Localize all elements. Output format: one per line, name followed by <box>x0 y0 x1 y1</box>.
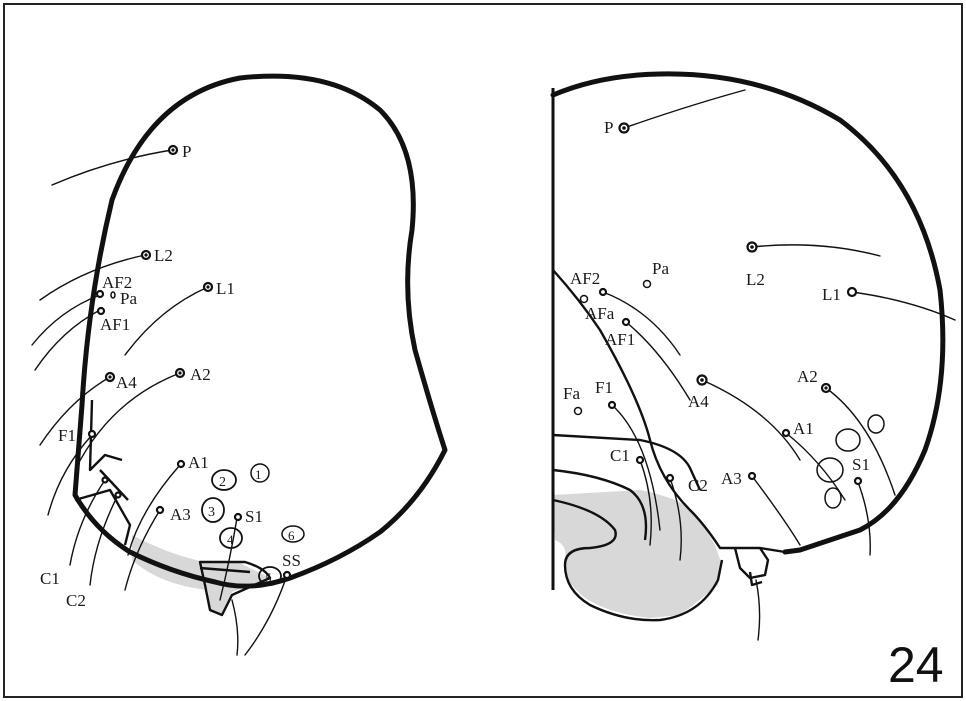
left-seta-P <box>52 150 172 185</box>
right-socket-L1 <box>848 288 856 296</box>
left-num-1: 1 <box>255 467 262 482</box>
right-stemma <box>825 488 841 508</box>
right-seta-AF1 <box>626 322 690 400</box>
right-label-AF2: AF2 <box>570 269 600 288</box>
left-label-L1: L1 <box>216 279 235 298</box>
left-inner-line <box>75 490 130 545</box>
right-pore-Fa <box>575 408 582 415</box>
left-shaded-region <box>132 535 270 615</box>
left-socket-P-dot <box>171 148 174 151</box>
left-socket-AF1 <box>98 308 104 314</box>
left-label-L2: L2 <box>154 246 173 265</box>
left-num-2: 2 <box>219 475 226 490</box>
left-label-Pa: Pa <box>120 289 137 308</box>
left-label-C2: C2 <box>66 591 86 610</box>
right-socket-C2 <box>667 475 673 481</box>
left-socket-S1 <box>235 514 241 520</box>
left-head-view: P L2 AF2 Pa L1 AF1 A4 A2 F1 A1 A3 S1 SS … <box>32 76 445 655</box>
left-socket-A1 <box>178 461 184 467</box>
left-num-4: 4 <box>227 532 234 547</box>
right-socket-C1 <box>637 457 643 463</box>
right-seta-A4 <box>702 380 800 460</box>
left-seta-L1 <box>125 287 208 355</box>
right-socket-L2-dot <box>750 245 754 249</box>
right-label-S1: S1 <box>852 455 870 474</box>
right-socket-AFa <box>600 289 606 295</box>
left-label-SS: SS <box>282 551 301 570</box>
left-label-AF1: AF1 <box>100 315 130 334</box>
right-pore-AF2 <box>581 296 588 303</box>
left-socket-F1 <box>89 431 95 437</box>
right-seta-S1 <box>858 482 870 555</box>
right-socket-S1 <box>855 478 861 484</box>
left-seta-F1 <box>48 435 92 515</box>
right-label-Pa: Pa <box>652 259 669 278</box>
left-socket-A2-dot <box>178 371 181 374</box>
right-pore-Pa <box>644 281 651 288</box>
right-socket-P-dot <box>622 126 626 130</box>
left-num-6: 6 <box>288 528 295 543</box>
right-label-Fa: Fa <box>563 384 580 403</box>
left-label-P: P <box>182 142 191 161</box>
right-stemma <box>868 415 884 433</box>
left-label-S1: S1 <box>245 507 263 526</box>
left-label-C1: C1 <box>40 569 60 588</box>
right-label-A4: A4 <box>688 392 709 411</box>
right-label-C1: C1 <box>610 446 630 465</box>
right-label-F1: F1 <box>595 378 613 397</box>
right-seta-L2 <box>752 245 880 256</box>
right-label-L2: L2 <box>746 270 765 289</box>
right-socket-A1 <box>783 430 789 436</box>
left-socket-A4-dot <box>108 375 111 378</box>
left-socket-L2-dot <box>144 253 147 256</box>
left-label-A1: A1 <box>188 453 209 472</box>
left-label-A4: A4 <box>116 373 137 392</box>
right-seta-lower <box>756 580 760 640</box>
right-socket-A4-dot <box>700 378 704 382</box>
figure-number: 24 <box>888 637 944 693</box>
left-pore-Pa <box>111 292 115 298</box>
right-head-view: P Pa AF2 L2 L1 AFa AF1 A2 Fa F1 A4 A1 C1… <box>553 74 955 640</box>
right-stemma <box>836 429 860 451</box>
right-label-C2: C2 <box>688 476 708 495</box>
right-labrum <box>735 548 768 578</box>
right-label-L1: L1 <box>822 285 841 304</box>
left-num-5: 5 <box>265 570 272 585</box>
right-socket-A2-dot <box>824 386 827 389</box>
right-label-AFa: AFa <box>585 304 615 323</box>
left-socket-SS <box>284 572 290 578</box>
left-seta-lower <box>232 600 238 655</box>
left-socket-A3 <box>157 507 163 513</box>
left-label-A3: A3 <box>170 505 191 524</box>
right-label-A2: A2 <box>797 367 818 386</box>
right-socket-F1 <box>609 402 615 408</box>
right-seta-A3 <box>752 476 800 545</box>
right-socket-AF1 <box>623 319 629 325</box>
right-socket-A3 <box>749 473 755 479</box>
right-seta-P <box>624 90 745 128</box>
right-label-A3: A3 <box>721 469 742 488</box>
left-label-A2: A2 <box>190 365 211 384</box>
left-socket-C2 <box>116 493 121 498</box>
right-label-P: P <box>604 118 613 137</box>
left-socket-C1 <box>103 478 108 483</box>
right-shaded-region <box>553 490 722 618</box>
left-num-3: 3 <box>208 505 215 520</box>
left-socket-L1-dot <box>206 285 209 288</box>
left-label-F1: F1 <box>58 426 76 445</box>
right-label-AF1: AF1 <box>605 330 635 349</box>
right-label-A1: A1 <box>793 419 814 438</box>
